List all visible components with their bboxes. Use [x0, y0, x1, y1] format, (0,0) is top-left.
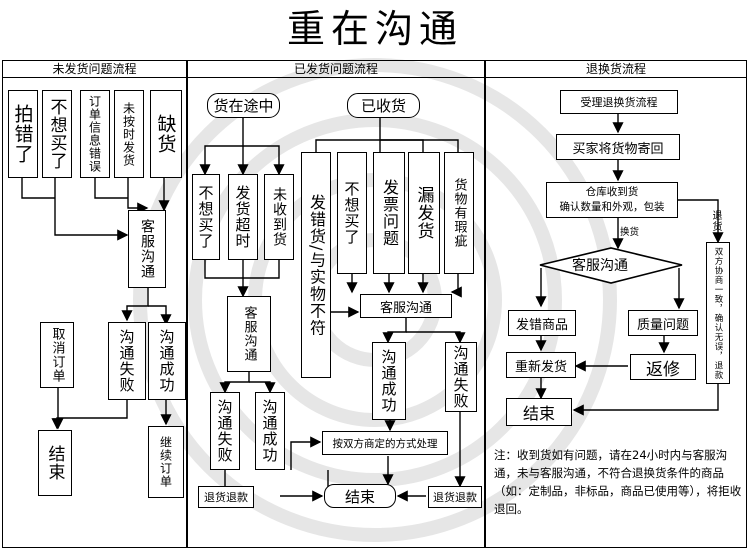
column-header-shipped: 已发货问题流程	[188, 61, 484, 78]
return-label: 退货	[710, 210, 721, 232]
warehouse-receive-line2: 确认数量和外观，包装	[559, 201, 665, 213]
left-end: 结束	[38, 430, 72, 496]
buyer-ships-back: 买家将货物寄回	[556, 134, 680, 160]
repair: 返修	[630, 354, 696, 380]
right-customer-service: 客服沟通	[572, 258, 628, 274]
received-communication-failed: 沟通失败	[445, 342, 477, 412]
received-invoice-issue: 发票问题	[373, 152, 405, 274]
column-divider-2	[484, 61, 486, 547]
transit-refund: 退货退款	[198, 486, 254, 508]
received-wrong-item: 发错货/与实物不符	[301, 152, 331, 378]
warehouse-receive: 仓库收到货 确认数量和外观，包装	[546, 182, 678, 218]
transit-communication-success: 沟通成功	[255, 392, 285, 470]
warehouse-receive-line1: 仓库收到货	[585, 186, 639, 198]
left-end-label: 结束	[44, 445, 65, 481]
page-title: 重在沟通	[286, 7, 463, 51]
diagram-frame	[2, 60, 747, 548]
reason-order-info-error: 订单信息错误	[80, 90, 110, 178]
wrong-item-shipped: 发错商品	[508, 310, 576, 336]
reship: 重新发货	[506, 352, 576, 378]
goods-in-transit: 货在途中	[207, 93, 280, 118]
transit-not-received: 未收到货	[264, 174, 294, 260]
right-end: 结束	[506, 398, 572, 426]
reason-wrong-order: 拍错了	[8, 90, 38, 178]
return-policy-note: 注：收到货如有问题，请在24小时内与客服沟通，未与客服沟通，不符合退换货条件的商…	[494, 448, 742, 516]
column-header-returns: 退换货流程	[486, 61, 746, 78]
left-communication-success: 沟通成功	[148, 322, 186, 400]
refund-agreement: 双方协商一致，确认无误，退款	[706, 242, 730, 384]
column-divider-1	[186, 61, 188, 547]
transit-shipping-overdue: 发货超时	[228, 174, 258, 260]
decision-diamond	[539, 247, 683, 284]
received-missing-item: 漏发货	[408, 152, 440, 274]
received-communication-success: 沟通成功	[372, 342, 406, 420]
exchange-label: 换货	[620, 227, 640, 238]
negotiated-handling: 按双方商定的方式处理	[322, 431, 448, 455]
goods-received: 已收货	[347, 93, 420, 118]
quality-issue: 质量问题	[628, 310, 698, 336]
reason-late-shipping: 未按时发货	[114, 90, 144, 178]
left-continue-order: 继续订单	[148, 426, 184, 498]
column-header-unshipped: 未发货问题流程	[3, 61, 186, 78]
transit-not-wanted: 不想买了	[192, 174, 220, 260]
received-customer-service: 客服沟通	[360, 294, 452, 318]
middle-end: 结束	[324, 484, 396, 508]
reason-not-wanted: 不想买了	[42, 90, 72, 178]
accept-return-process: 受理退换货流程	[560, 90, 678, 114]
left-cancel-order: 取消订单	[40, 322, 74, 388]
left-communication-failed: 沟通失败	[108, 322, 146, 400]
transit-communication-failed: 沟通失败	[210, 392, 240, 470]
received-refund: 退货退款	[428, 486, 482, 508]
received-not-wanted: 不想买了	[337, 152, 367, 274]
left-customer-service: 客服沟通	[128, 210, 166, 288]
reason-out-of-stock: 缺货	[150, 90, 182, 178]
received-defective: 货物有瑕疵	[444, 152, 474, 274]
transit-customer-service: 客服沟通	[227, 296, 271, 372]
